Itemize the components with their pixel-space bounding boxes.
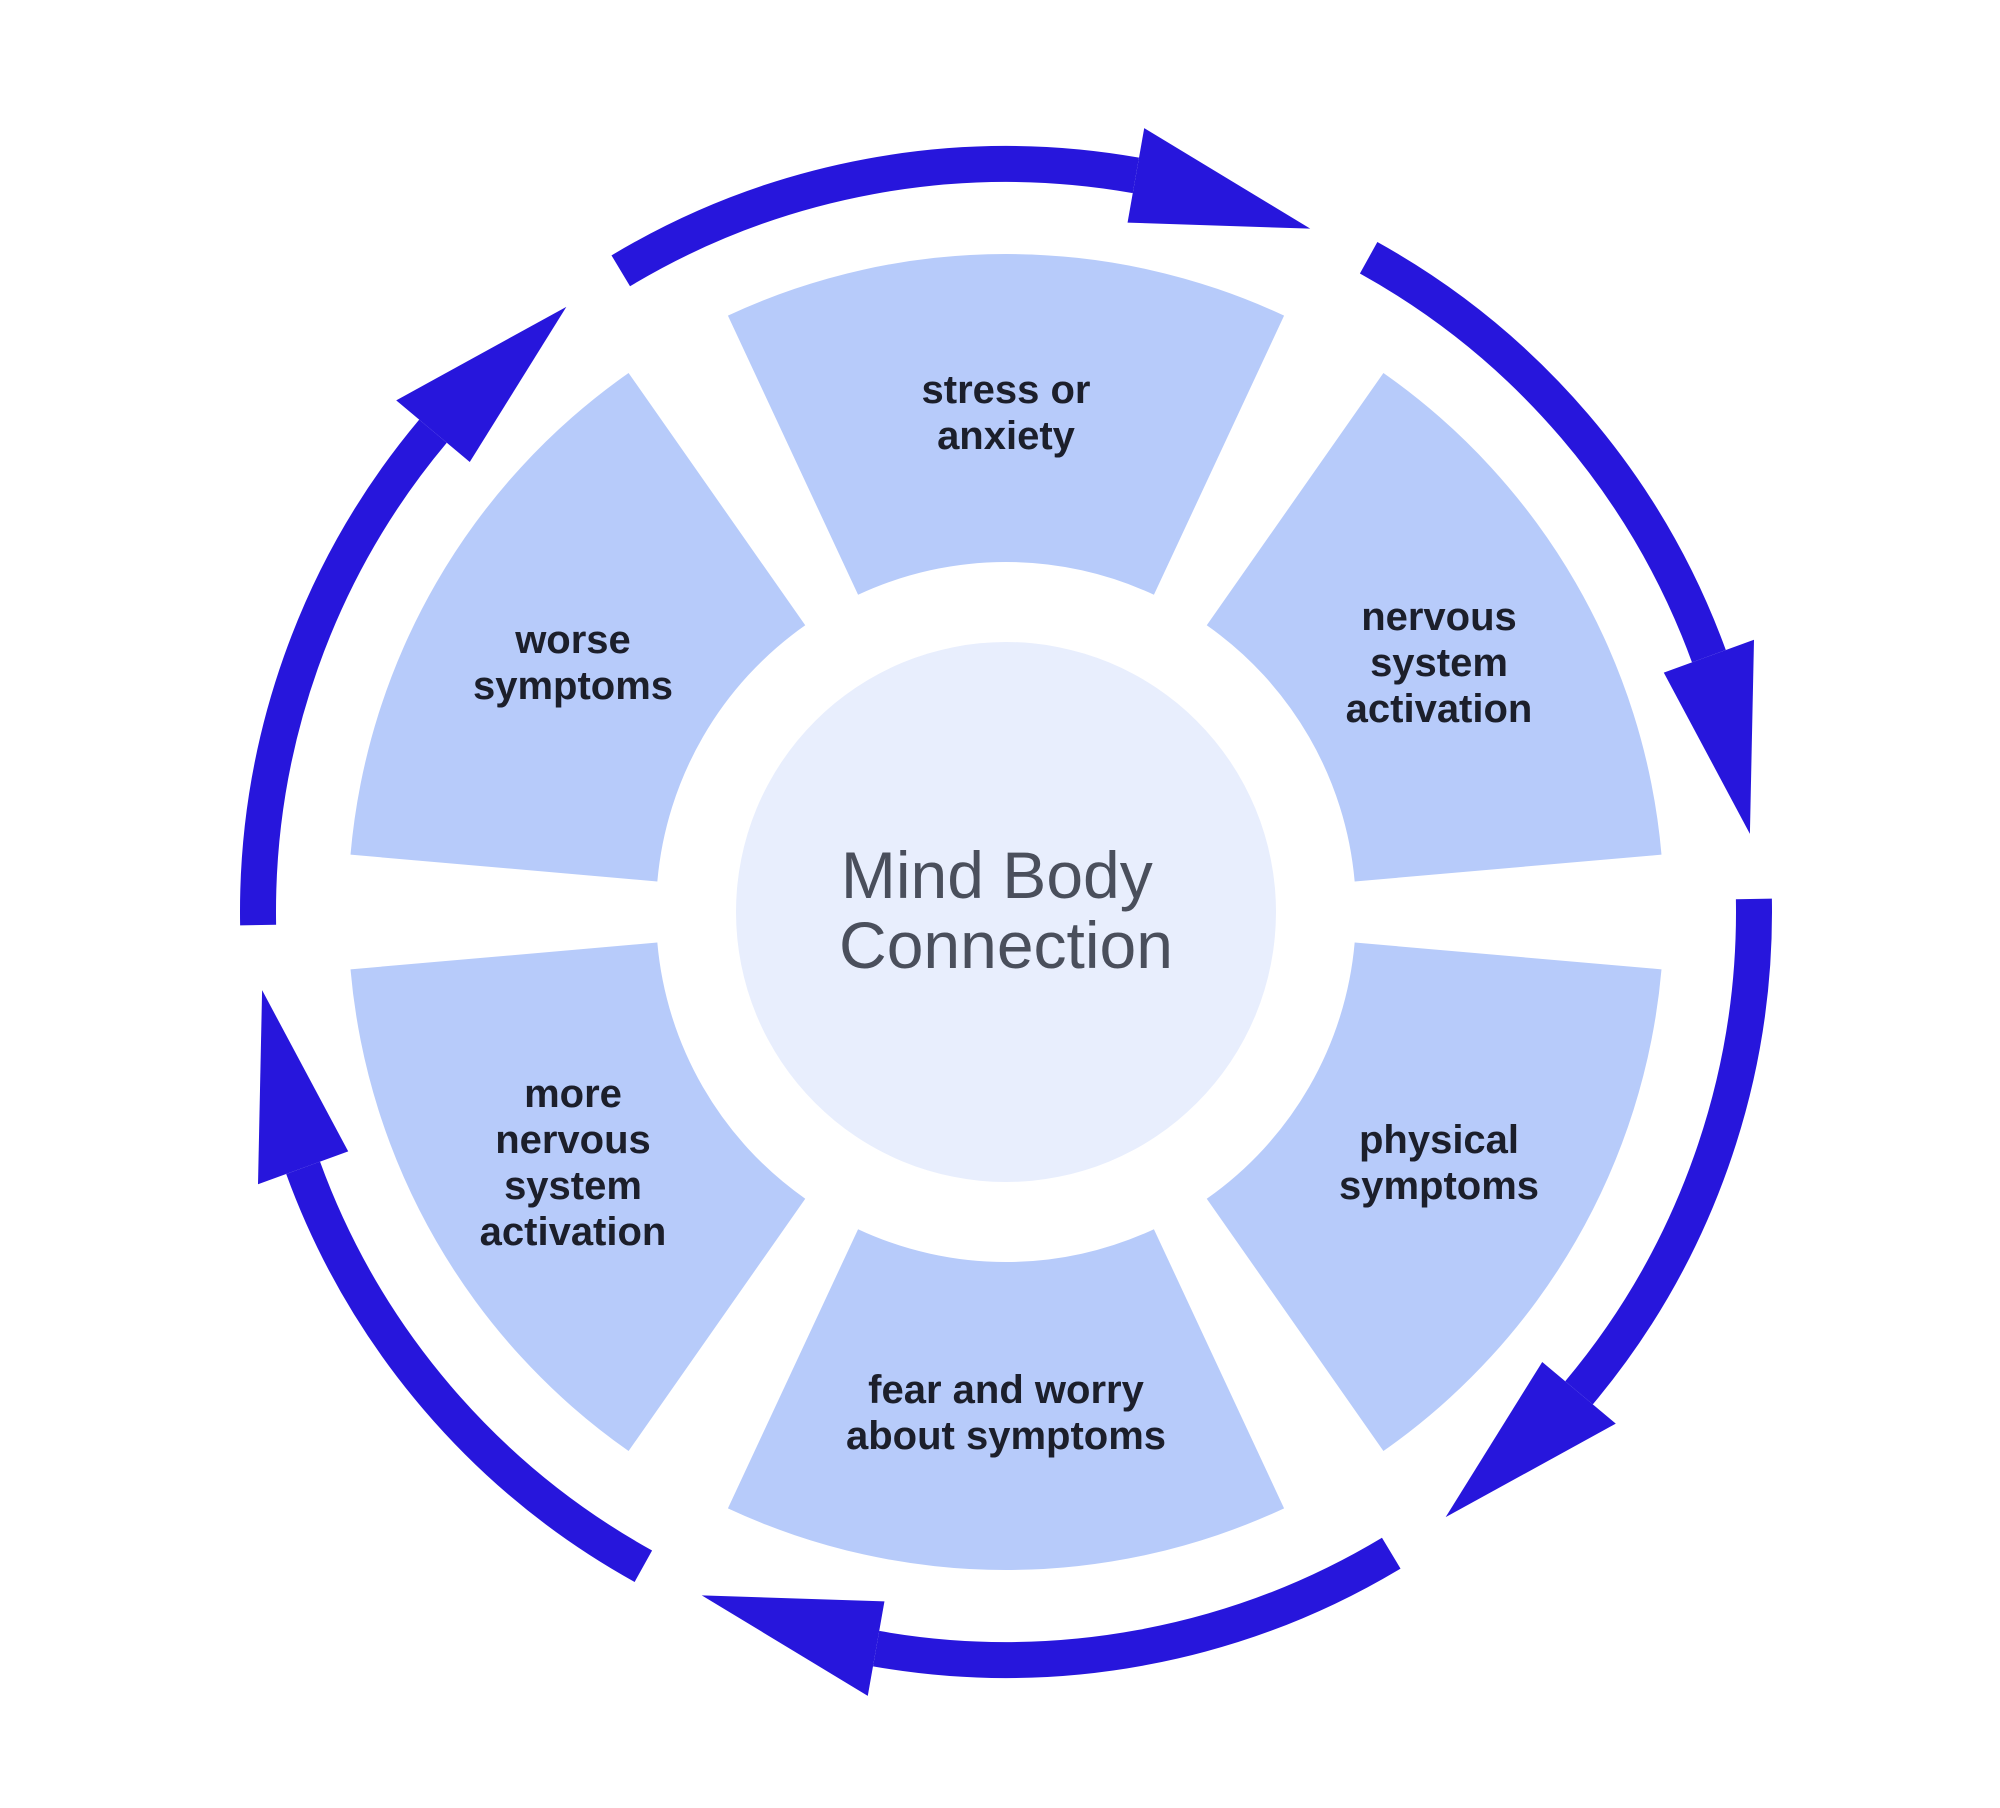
cycle-segment xyxy=(727,254,1285,595)
segment-label-line: system xyxy=(1370,641,1508,685)
segment-label-line: activation xyxy=(480,1210,667,1254)
center-label: Mind Body Connection xyxy=(839,838,1173,982)
cycle-arrow-head xyxy=(1663,639,1754,834)
cycle-arrow-shaft xyxy=(611,146,1140,287)
segment-label-line: symptoms xyxy=(1339,1164,1539,1208)
segment-label-line: nervous xyxy=(495,1118,651,1162)
segment-label-line: worse xyxy=(514,618,631,662)
segment-label-line: about symptoms xyxy=(846,1414,1166,1458)
cycle-segment xyxy=(1206,372,1662,882)
segment-label-line: more xyxy=(524,1072,622,1116)
cycle-segment xyxy=(350,942,806,1452)
cycle-arrow-head xyxy=(258,990,349,1185)
cycle-arrow-head xyxy=(396,306,567,463)
cycle-arrow-head xyxy=(1127,128,1311,229)
cycle-arrow-shaft xyxy=(240,419,447,926)
cycle-arrow-head xyxy=(701,1595,885,1696)
segment-label-line: anxiety xyxy=(937,414,1076,458)
segment-label-line: fear and worry xyxy=(868,1368,1144,1412)
cycle-segment xyxy=(1206,942,1662,1452)
center-label-line: Mind Body xyxy=(841,838,1153,912)
segment-label-line: physical xyxy=(1359,1118,1519,1162)
cycle-arrow-shaft xyxy=(1565,898,1772,1405)
segment-label-line: nervous xyxy=(1361,595,1517,639)
cycle-arrows xyxy=(240,128,1772,1696)
cycle-arrow-shaft xyxy=(872,1537,1401,1678)
cycle-segment xyxy=(727,1229,1285,1570)
cycle-arrow-shaft xyxy=(286,1161,653,1582)
cycle-arrow-head xyxy=(1445,1361,1616,1518)
cycle-segments xyxy=(350,254,1662,1570)
segment-label-line: symptoms xyxy=(473,664,673,708)
center-circle xyxy=(736,642,1276,1182)
cycle-arrow-shaft xyxy=(1359,242,1726,663)
segment-label-line: system xyxy=(504,1164,642,1208)
segment-label-line: stress or xyxy=(922,368,1091,412)
center-label-line: Connection xyxy=(839,908,1173,982)
cycle-segment xyxy=(350,372,806,882)
segment-label-line: activation xyxy=(1346,687,1533,731)
